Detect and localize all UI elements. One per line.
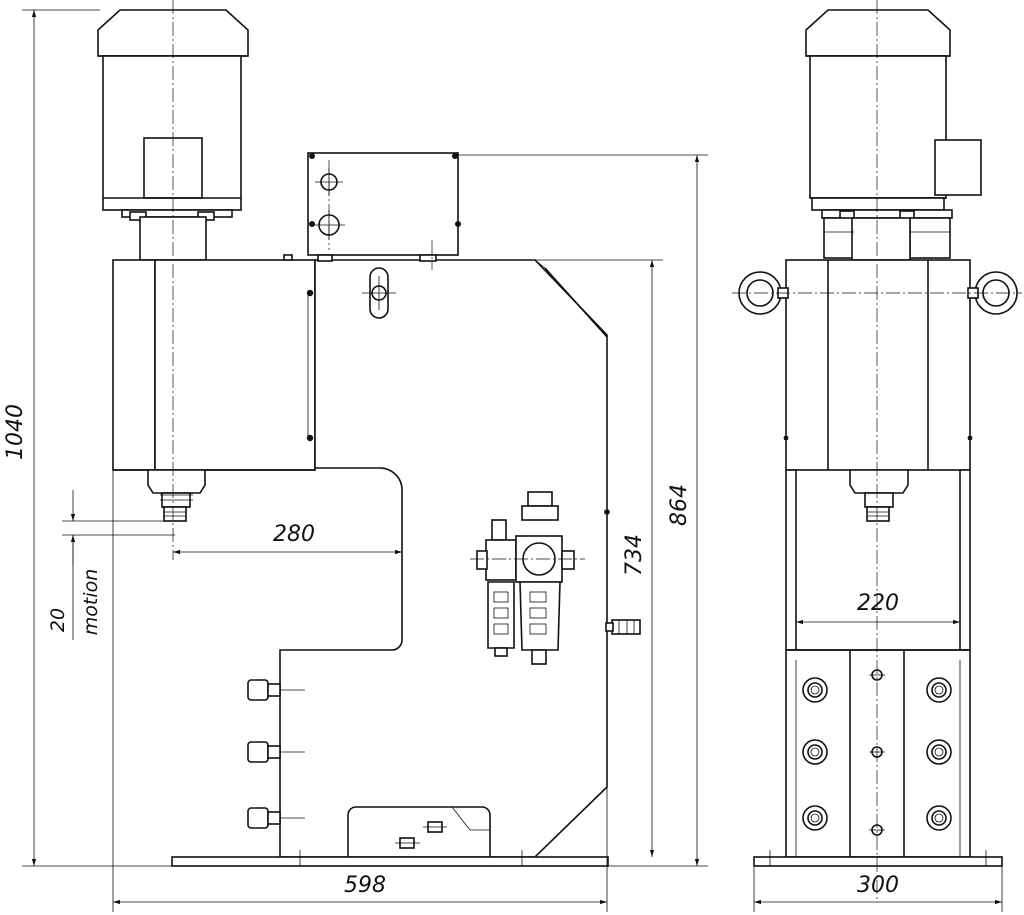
base-plate-side (753, 856, 1003, 867)
frame-bolts (247, 679, 305, 829)
dim-total-height-label: 1040 (3, 404, 28, 460)
dim-column-spacing-label: 220 (857, 591, 899, 616)
bottom-cover (347, 806, 491, 858)
dimension-lines (22, 9, 1003, 912)
head-left-panel (112, 259, 156, 471)
dim-base-width-label: 598 (344, 873, 386, 898)
dim-stroke-word-label: motion (80, 569, 102, 636)
dim-864-label: 864 (667, 484, 692, 526)
motor-front (97, 9, 249, 261)
pneumatic-fitting (604, 509, 641, 635)
side-punch (849, 469, 909, 522)
right-column (959, 469, 971, 651)
base-plate-front (171, 856, 609, 867)
side-view (732, 0, 1022, 900)
lifting-slot (362, 267, 396, 319)
motor-side (805, 9, 982, 261)
dim-throat-label: 280 (273, 522, 315, 547)
punch-spindle (147, 469, 206, 522)
side-head-housing (785, 259, 971, 471)
dim-stroke-value-label: 20 (47, 608, 69, 632)
mounting-bolts (802, 669, 952, 836)
dim-734-label: 734 (622, 534, 647, 576)
air-filter-regulator (470, 491, 585, 665)
control-box (307, 152, 461, 262)
dim-side-base-label: 300 (857, 873, 899, 898)
head-housing (154, 259, 316, 471)
left-column (785, 469, 797, 651)
side-lower-block (785, 649, 971, 858)
front-view (97, 0, 641, 867)
lifting-eyebolts (732, 271, 1022, 315)
dimension-labels: 1040 864 734 280 20 motion 598 300 220 (3, 404, 899, 898)
